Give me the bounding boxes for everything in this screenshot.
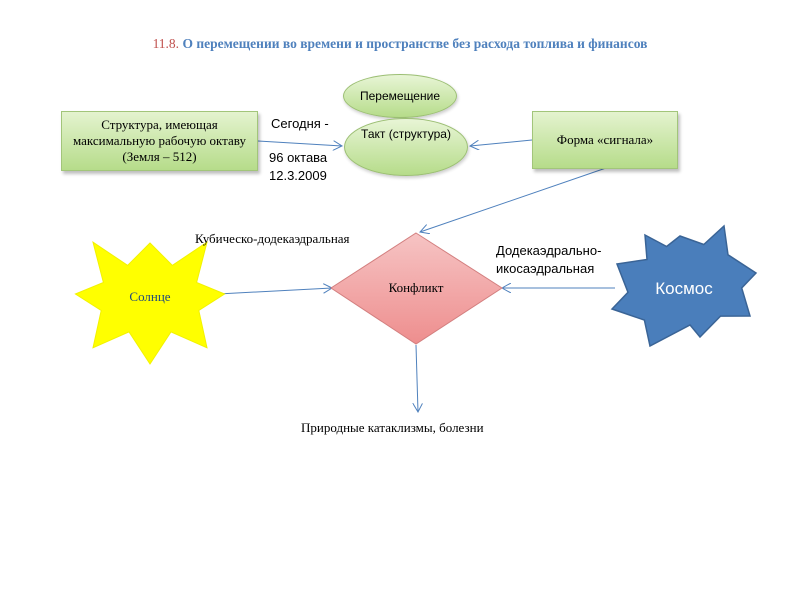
node-takt: Такт (структура) <box>344 118 468 176</box>
arrow-forma-to-takt <box>470 139 533 146</box>
arrow-solntse-to-konflikt <box>217 288 332 295</box>
node-takt-label: Такт (структура) <box>361 127 451 141</box>
node-peremeshchenie-label: Перемещение <box>360 88 440 103</box>
label-oktava: 96 октава <box>269 150 328 165</box>
arrow-konflikt-to-prirodnye <box>416 344 418 412</box>
page-title: 11.8. О перемещении во времени и простра… <box>0 36 800 52</box>
arrow-forma-to-konflikt <box>420 167 607 232</box>
node-konflikt: Конфликт <box>360 275 472 301</box>
node-kosmos: Космос <box>648 262 720 316</box>
kosmos-star-shape <box>610 224 758 348</box>
node-kosmos-label: Космос <box>655 278 713 298</box>
sun-star-shape <box>74 241 226 365</box>
label-dodekaedralnaya-2: икосаэдральная <box>496 261 595 276</box>
label-prirodnye: Природные катаклизмы, болезни <box>301 420 484 435</box>
title-text: О перемещении во времени и пространстве … <box>182 36 648 51</box>
arrow-struktura-to-takt <box>257 141 342 146</box>
konflikt-diamond-shape <box>330 232 503 345</box>
node-struktura-label: Структура, имеющая максимальную рабочую … <box>73 116 246 165</box>
node-solntse-label: Солнце <box>129 289 171 304</box>
label-dodekaedralnaya-1: Додекаэдрально- <box>496 243 602 258</box>
label-kubicheskaya: Кубическо-додекаэдральная <box>195 231 350 246</box>
node-konflikt-label: Конфликт <box>388 280 444 295</box>
node-peremeshchenie: Перемещение <box>343 74 457 118</box>
node-solntse: Солнце <box>100 283 200 311</box>
title-number: 11.8. <box>152 36 180 51</box>
label-segodnya: Сегодня - <box>271 116 329 131</box>
node-forma: Форма «сигнала» <box>532 111 678 169</box>
label-date: 12.3.2009 <box>269 168 327 183</box>
node-struktura: Структура, имеющая максимальную рабочую … <box>61 111 258 171</box>
node-forma-label: Форма «сигнала» <box>556 131 654 147</box>
